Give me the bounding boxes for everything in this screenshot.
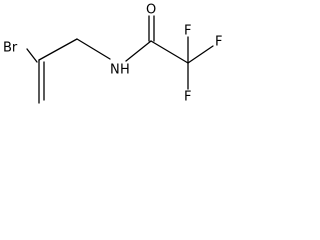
bond-cf3-f-top-right: [187, 45, 214, 64]
fluorine-bottom-label: F: [184, 90, 191, 105]
chemical-structure-diagram: Br N H O F F F: [3, 3, 222, 105]
hydrogen-label: H: [120, 63, 130, 78]
oxygen-label: O: [146, 3, 156, 18]
bond-br-c2: [26, 48, 38, 63]
bromine-label: Br: [3, 41, 18, 56]
nitrogen-label: N: [110, 63, 120, 78]
bond-c2-c1: [38, 38, 78, 61]
bonds: [26, 15, 214, 104]
atom-labels: Br N H O F F F: [3, 3, 222, 105]
bond-c1-n: [76, 38, 111, 60]
bond-carbonyl-cf3: [150, 40, 189, 64]
fluorine-top-right-label: F: [215, 35, 222, 50]
fluorine-top-left-label: F: [184, 24, 191, 39]
bond-n-carbonyl-c: [125, 40, 152, 62]
